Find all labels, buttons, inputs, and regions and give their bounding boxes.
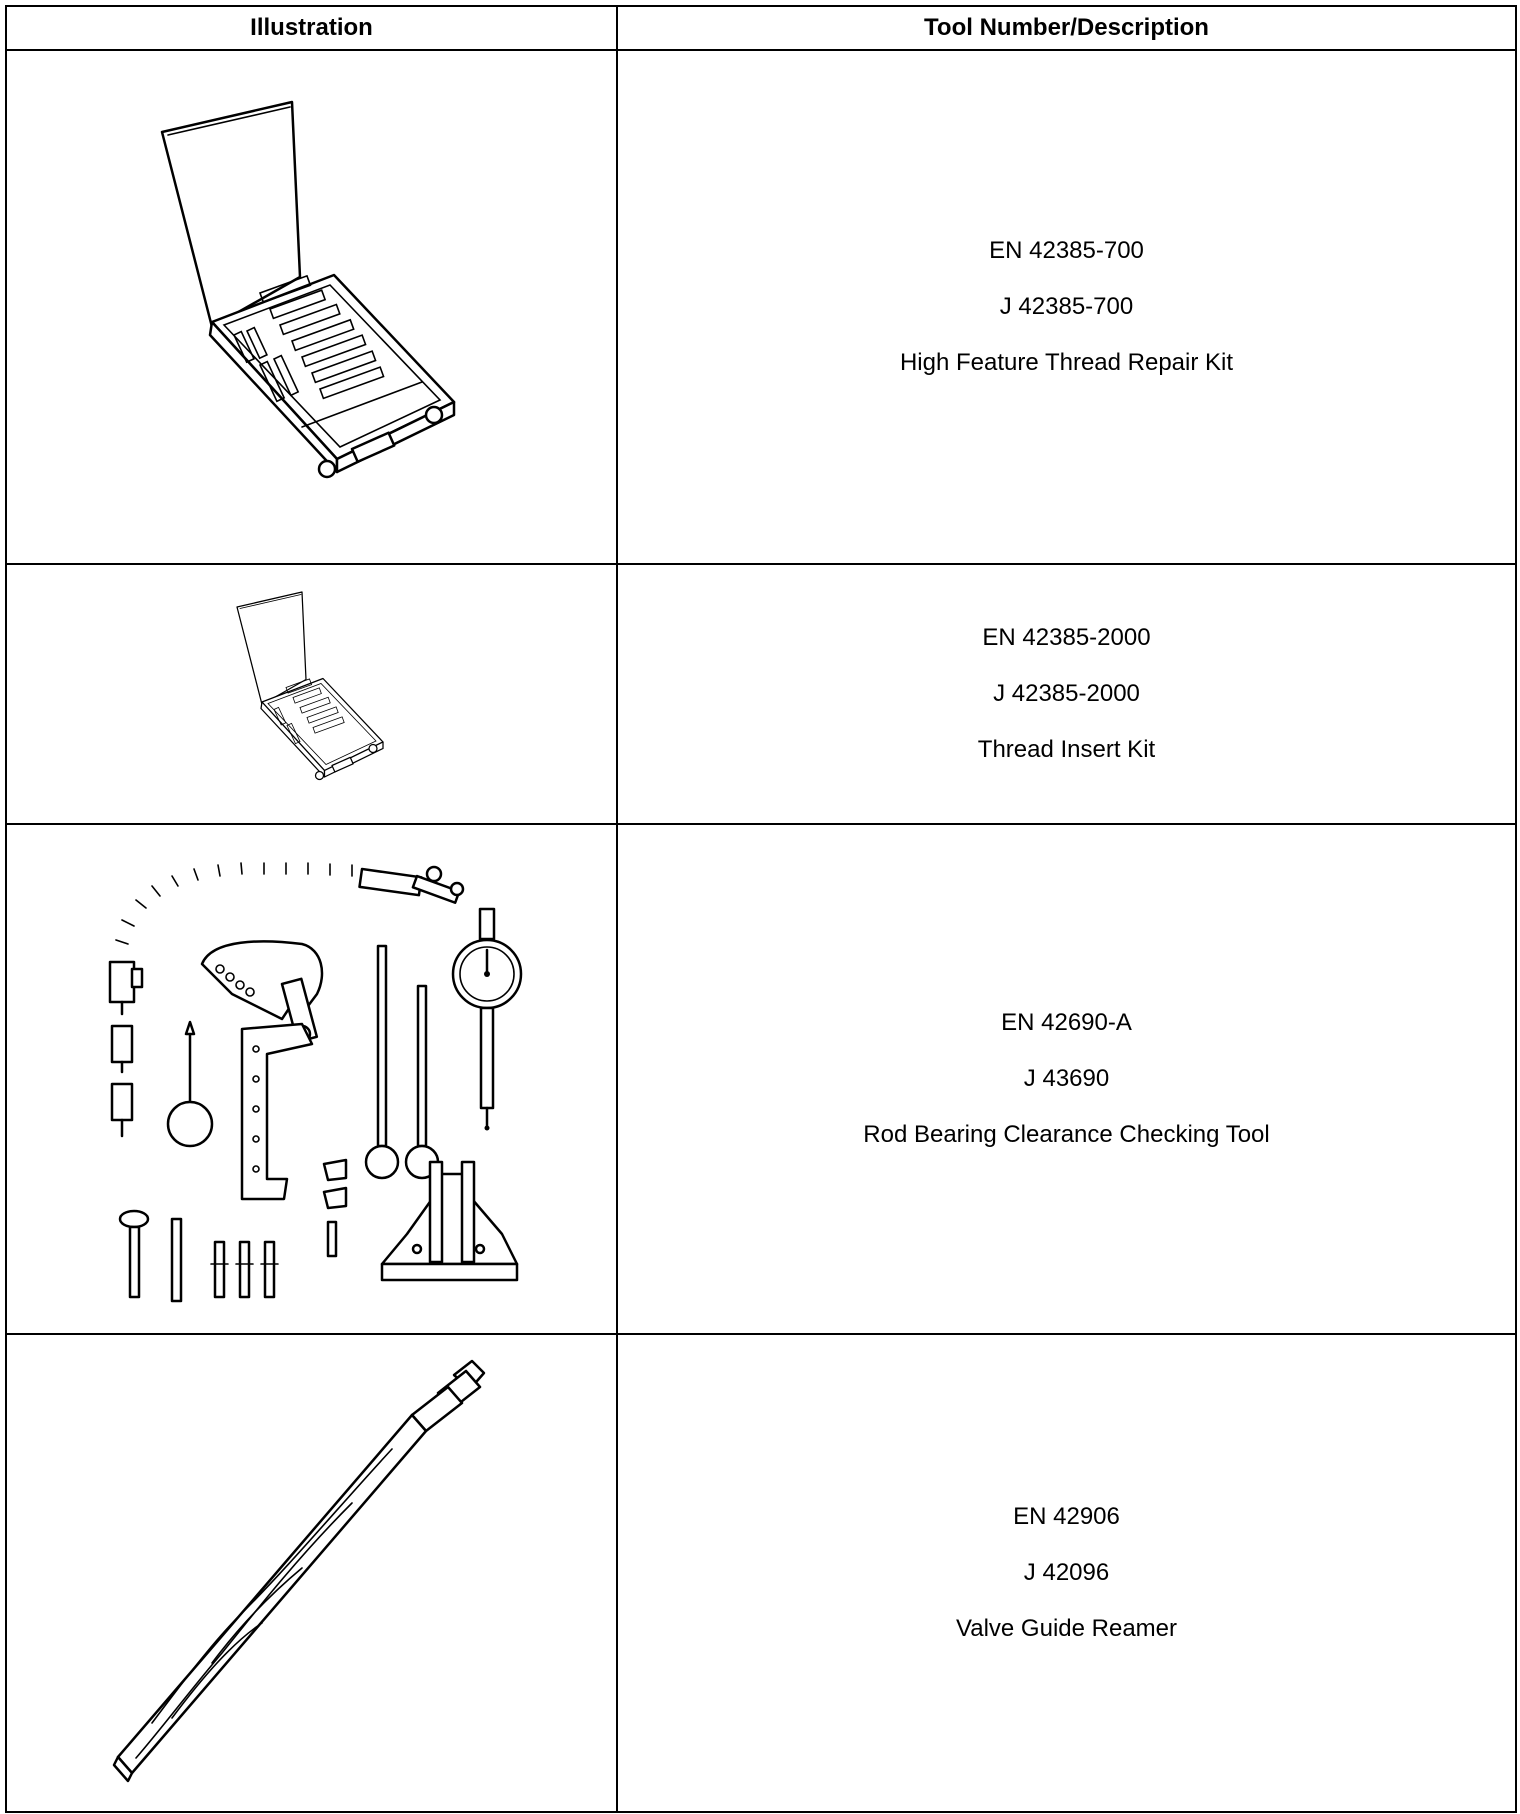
rod-bearing-tool-set-icon [108,862,522,1303]
special-tools-table: Illustration Tool Number/Description [5,5,1517,1813]
tool-description: Rod Bearing Clearance Checking Tool [863,1121,1270,1148]
table-row: EN 42906 J 42096 Valve Guide Reamer [5,1333,1517,1813]
table-row: EN 42385-2000 J 42385-2000 Thread Insert… [5,563,1517,825]
en-tool-number: EN 42385-2000 [982,624,1151,651]
thread-repair-kit-case-icon [160,100,455,479]
tool-description-cell: EN 42906 J 42096 Valve Guide Reamer [616,1333,1517,1813]
illustration-cell [5,49,618,565]
en-tool-number: EN 42385-700 [989,237,1144,264]
valve-guide-reamer-icon [112,1359,485,1783]
j-tool-number: J 42385-700 [999,293,1134,320]
tool-description: Thread Insert Kit [977,736,1156,763]
table-header-row: Illustration Tool Number/Description [5,5,1517,51]
j-tool-number: J 42096 [1023,1559,1110,1586]
table-row: EN 42385-700 J 42385-700 High Feature Th… [5,49,1517,565]
en-tool-number: EN 42906 [1013,1503,1120,1530]
illustration-cell [5,563,618,825]
j-tool-number: J 42385-2000 [993,680,1140,707]
table-row: EN 42690-A J 43690 Rod Bearing Clearance… [5,823,1517,1335]
thread-insert-kit-case-icon [235,590,384,780]
header-tool-description: Tool Number/Description [616,5,1517,51]
illustration-cell [5,1333,618,1813]
tool-description: Valve Guide Reamer [956,1615,1177,1642]
tool-description-cell: EN 42385-2000 J 42385-2000 Thread Insert… [616,563,1517,825]
illustration-cell [5,823,618,1335]
en-tool-number: EN 42690-A [1001,1009,1132,1036]
tool-description-cell: EN 42690-A J 43690 Rod Bearing Clearance… [616,823,1517,1335]
j-tool-number: J 43690 [1023,1065,1110,1092]
header-illustration: Illustration [5,5,618,51]
tool-description-cell: EN 42385-700 J 42385-700 High Feature Th… [616,49,1517,565]
tool-description: High Feature Thread Repair Kit [899,349,1234,376]
